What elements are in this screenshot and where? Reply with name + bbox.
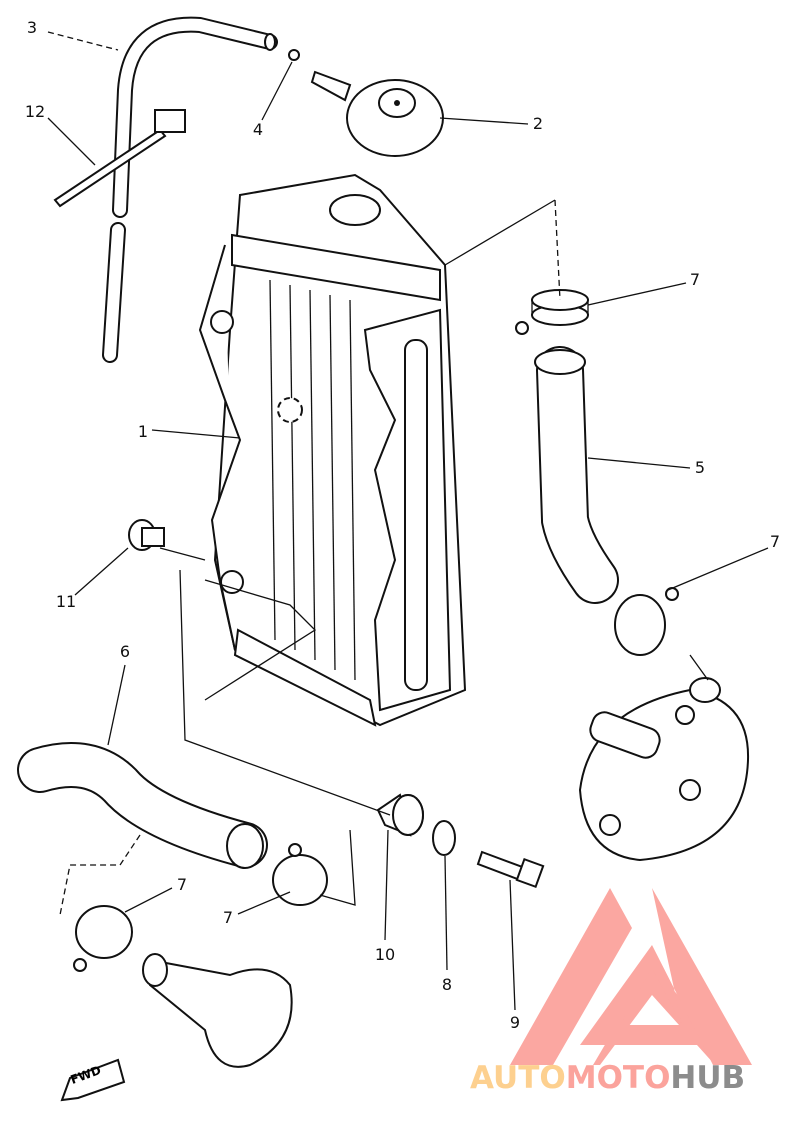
callout-8: 8 — [441, 975, 453, 994]
callout-10: 10 — [374, 945, 396, 964]
callout-3: 3 — [26, 18, 38, 37]
guide-lines — [59, 199, 709, 916]
callout-7: 7 — [769, 532, 781, 551]
callout-7: 7 — [176, 875, 188, 894]
callout-6: 6 — [119, 642, 131, 661]
callout-1: 1 — [137, 422, 149, 441]
callout-12: 12 — [24, 102, 46, 121]
callout-7: 7 — [222, 908, 234, 927]
callout-4: 4 — [252, 120, 264, 139]
fwd-arrow-icon — [60, 1058, 126, 1102]
water-pump-cover — [142, 953, 293, 1068]
cylinder-head — [578, 677, 750, 862]
hose-clamp — [614, 587, 679, 656]
breather-hose — [102, 16, 278, 363]
callout-2: 2 — [532, 114, 544, 133]
watermark-logo-mark — [510, 888, 752, 1065]
clip — [288, 49, 300, 61]
watermark-hub: HUB — [670, 1060, 746, 1096]
radiator-cap — [310, 70, 444, 157]
callout-7: 7 — [689, 270, 701, 289]
hose-clamp — [73, 905, 133, 972]
callout-5: 5 — [694, 458, 706, 477]
callout-9: 9 — [509, 1013, 521, 1032]
radiator — [198, 173, 467, 727]
cable-band — [53, 109, 186, 208]
damper — [128, 519, 165, 551]
bolt — [476, 850, 545, 889]
watermark-logo: AUTOMOTOHUB — [470, 1060, 745, 1096]
leader-lines — [47, 31, 769, 1011]
callout-11: 11 — [55, 592, 77, 611]
lower-radiator-hose — [17, 742, 268, 869]
hose-clamp — [515, 289, 589, 335]
grommet — [376, 793, 424, 837]
washer — [432, 820, 456, 856]
watermark-auto: AUTO — [470, 1060, 566, 1096]
watermark-moto: MOTO — [565, 1060, 671, 1096]
upper-radiator-hose — [534, 346, 619, 604]
hose-clamp — [272, 843, 328, 906]
